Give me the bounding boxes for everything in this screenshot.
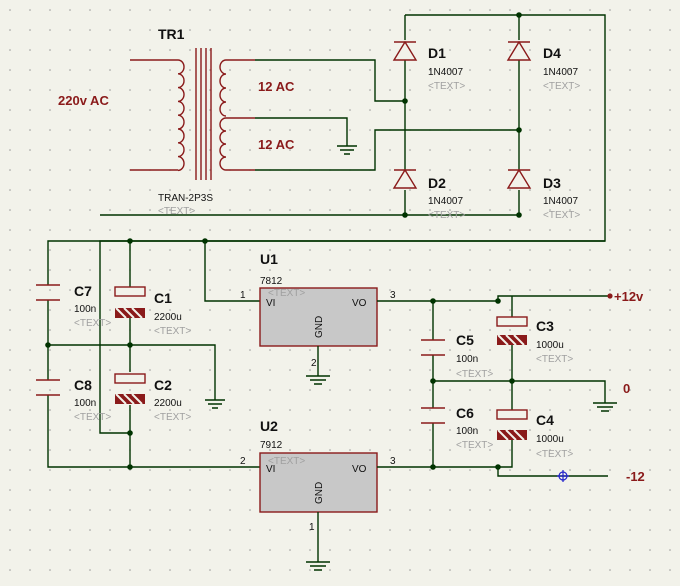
capacitor-c3[interactable]: C3 1000u <TEXT> <box>496 316 573 365</box>
u1-gnd: GND <box>314 316 325 338</box>
d2-text: <TEXT> <box>428 210 465 221</box>
c3-ref: C3 <box>536 318 554 334</box>
c6-text: <TEXT> <box>456 440 493 451</box>
u1-pin-out: 3 <box>390 290 396 301</box>
capacitor-c8[interactable]: C8 100n <TEXT> <box>36 377 111 423</box>
regulator-u1[interactable]: U1 7812 <TEXT> VI VO GND 1 3 2 <box>240 251 396 369</box>
d2-part: 1N4007 <box>428 196 463 207</box>
u1-part: 7812 <box>260 276 283 287</box>
output-zero-label: 0 <box>623 381 630 396</box>
u2-vo: VO <box>352 464 367 475</box>
u1-text: <TEXT> <box>268 288 305 299</box>
capacitor-c2[interactable]: C2 2200u <TEXT> <box>114 373 191 423</box>
d1-part: 1N4007 <box>428 67 463 78</box>
c3-text: <TEXT> <box>536 354 573 365</box>
d3-part: 1N4007 <box>543 196 578 207</box>
c7-text: <TEXT> <box>74 318 111 329</box>
transformer-tr1[interactable]: TR1 TRAN-2P3S <TEXT> <box>130 26 300 217</box>
u2-part: 7912 <box>260 440 283 451</box>
diode-d2[interactable]: D2 1N4007 <TEXT> <box>392 168 465 221</box>
tr1-ref: TR1 <box>158 26 185 42</box>
u2-pin-in: 2 <box>240 456 246 467</box>
tr1-text: <TEXT> <box>158 206 195 217</box>
c1-ref: C1 <box>154 290 172 306</box>
c7-value: 100n <box>74 304 96 315</box>
c5-text: <TEXT> <box>456 369 493 380</box>
u2-gnd: GND <box>314 482 325 504</box>
u2-vi: VI <box>266 464 275 475</box>
diode-d1[interactable]: D1 1N4007 <TEXT> <box>392 40 465 92</box>
d1-ref: D1 <box>428 45 446 61</box>
c1-value: 2200u <box>154 312 182 323</box>
ground-output <box>593 402 617 412</box>
ground-input-filter <box>205 399 225 409</box>
d4-part: 1N4007 <box>543 67 578 78</box>
c2-value: 2200u <box>154 398 182 409</box>
probe-marker-icon <box>557 470 569 482</box>
c1-text: <TEXT> <box>154 326 191 337</box>
tr1-part: TRAN-2P3S <box>158 193 213 204</box>
ground-u1 <box>306 375 330 385</box>
d4-text: <TEXT> <box>543 81 580 92</box>
c8-text: <TEXT> <box>74 412 111 423</box>
c2-text: <TEXT> <box>154 412 191 423</box>
c5-ref: C5 <box>456 332 474 348</box>
capacitor-c5[interactable]: C5 100n <TEXT> <box>421 332 493 380</box>
c5-value: 100n <box>456 354 478 365</box>
d3-ref: D3 <box>543 175 561 191</box>
c4-value: 1000u <box>536 434 564 445</box>
c8-value: 100n <box>74 398 96 409</box>
c4-ref: C4 <box>536 412 554 428</box>
u1-vi: VI <box>266 298 275 309</box>
d4-ref: D4 <box>543 45 561 61</box>
u2-text: <TEXT> <box>268 456 305 467</box>
u1-vo: VO <box>352 298 367 309</box>
output-pos-label: +12v <box>614 289 644 304</box>
c2-ref: C2 <box>154 377 172 393</box>
u2-ref: U2 <box>260 418 278 434</box>
u2-pin-gnd: 1 <box>309 522 315 533</box>
u2-pin-out: 3 <box>390 456 396 467</box>
capacitor-c6[interactable]: C6 100n <TEXT> <box>421 405 493 451</box>
c6-value: 100n <box>456 426 478 437</box>
ground-u2 <box>306 561 330 571</box>
d3-text: <TEXT> <box>543 210 580 221</box>
c4-text: <TEXT> <box>536 449 573 460</box>
c7-ref: C7 <box>74 283 92 299</box>
ground-transformer-ct <box>337 145 357 155</box>
d1-text: <TEXT> <box>428 81 465 92</box>
c8-ref: C8 <box>74 377 92 393</box>
u1-pin-in: 1 <box>240 290 246 301</box>
c6-ref: C6 <box>456 405 474 421</box>
capacitor-c1[interactable]: C1 2200u <TEXT> <box>114 286 191 337</box>
d2-ref: D2 <box>428 175 446 191</box>
output-neg-label: -12 <box>626 469 645 484</box>
diode-d4[interactable]: D4 1N4007 <TEXT> <box>506 40 580 92</box>
u1-pin-gnd: 2 <box>311 358 317 369</box>
c3-value: 1000u <box>536 340 564 351</box>
diode-d3[interactable]: D3 1N4007 <TEXT> <box>506 168 580 221</box>
u1-ref: U1 <box>260 251 278 267</box>
secondary-bottom-label: 12 AC <box>258 137 295 152</box>
capacitor-c4[interactable]: C4 1000u <TEXT> <box>496 409 573 460</box>
primary-voltage-label: 220v AC <box>58 93 109 108</box>
capacitor-c7[interactable]: C7 100n <TEXT> <box>36 283 111 329</box>
secondary-top-label: 12 AC <box>258 79 295 94</box>
